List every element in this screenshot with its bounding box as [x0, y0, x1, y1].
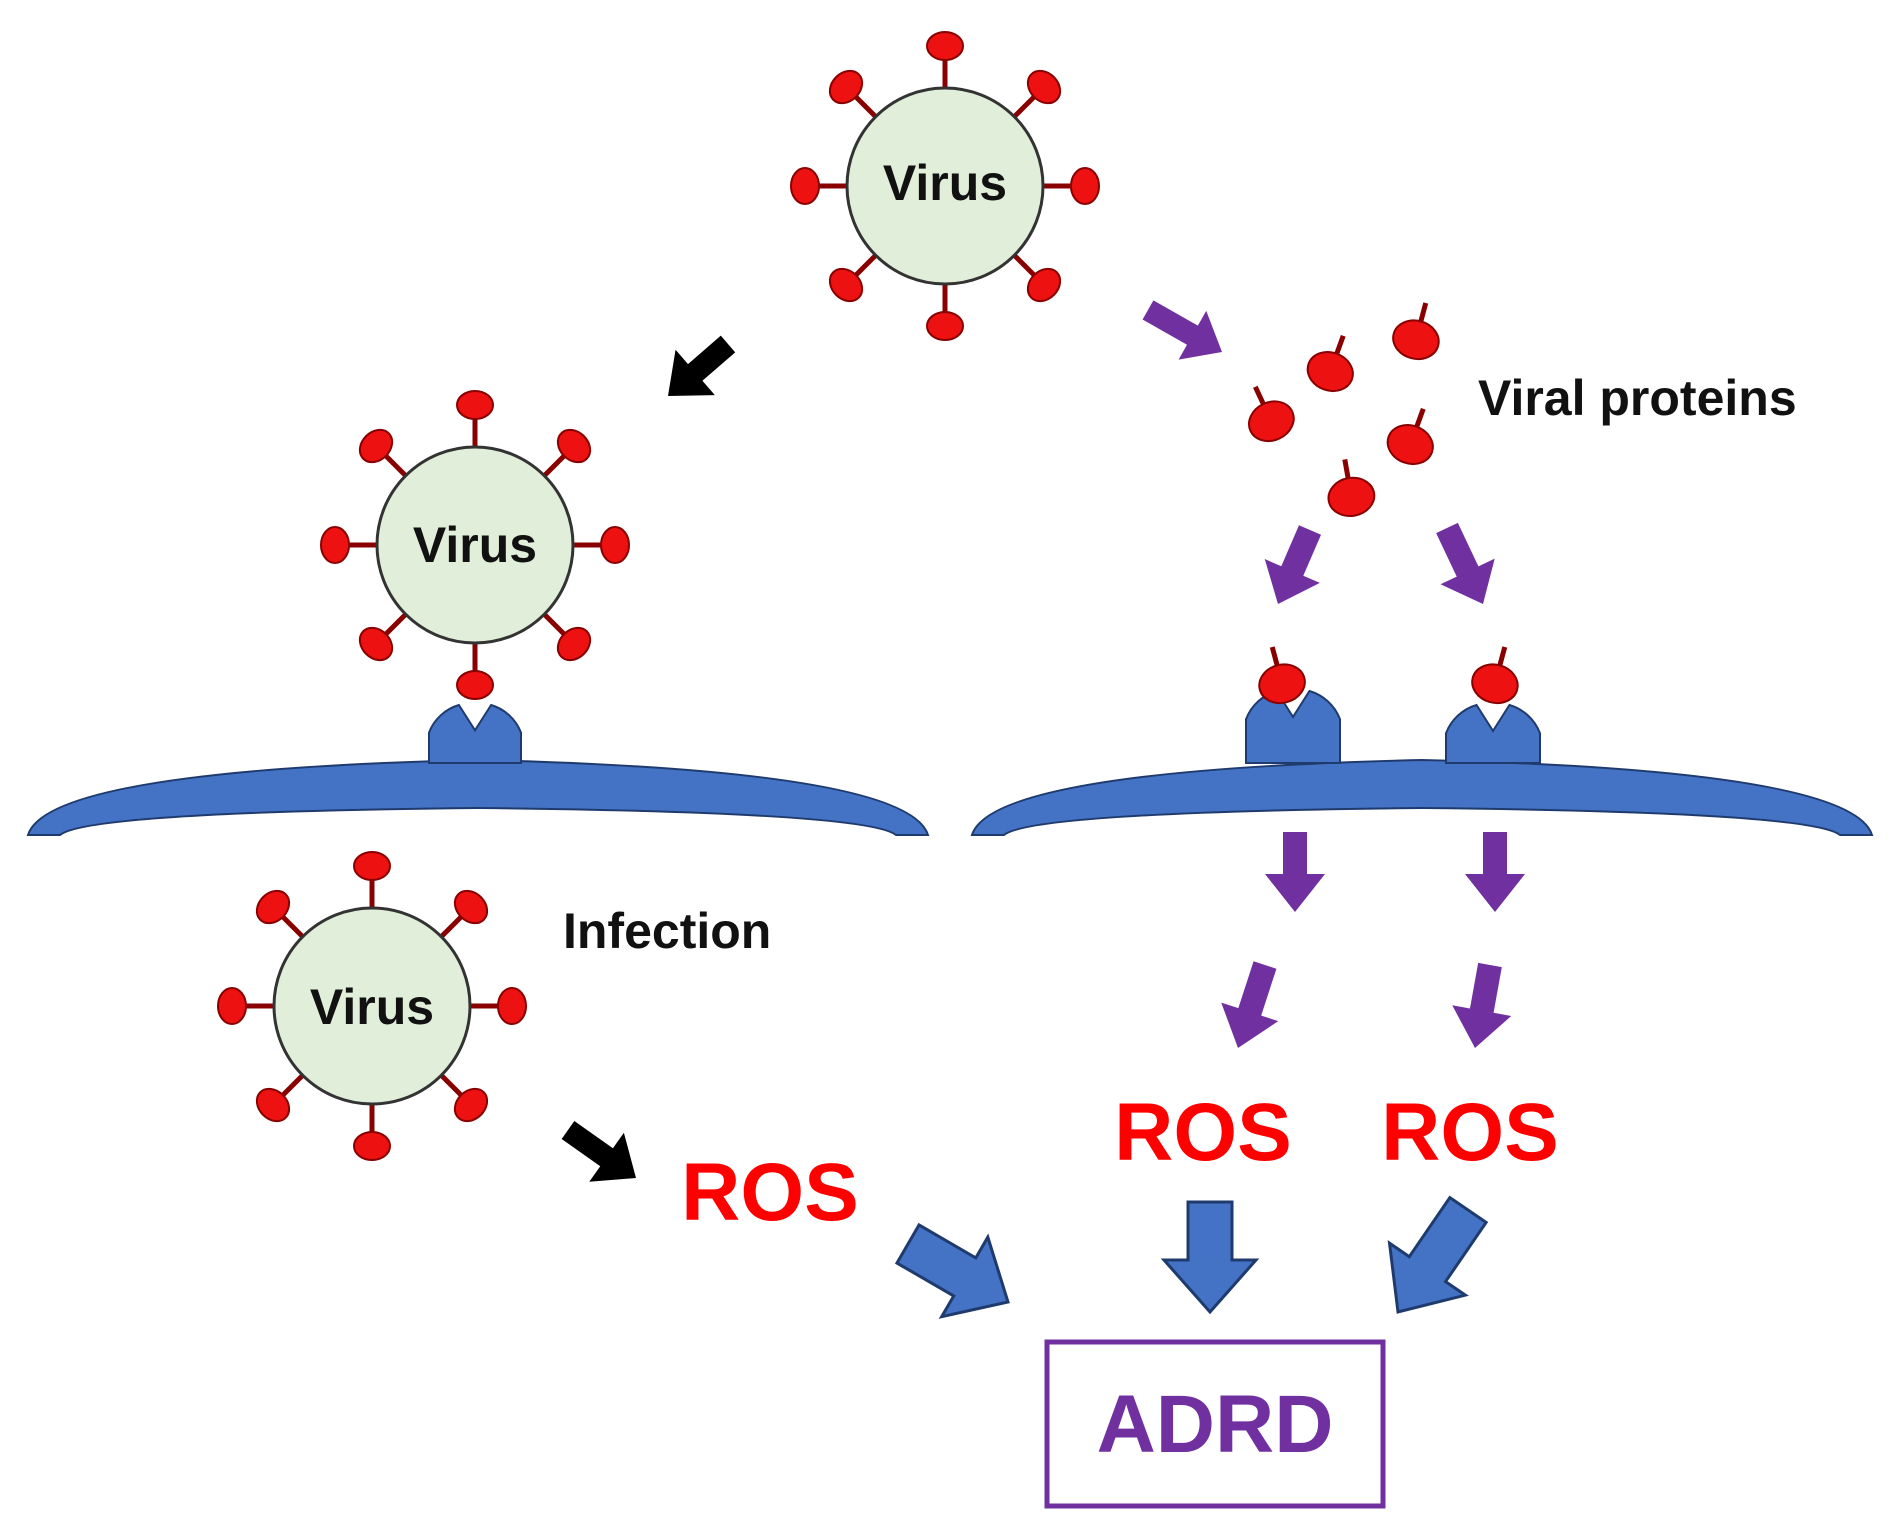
arrow-icon [1465, 832, 1525, 912]
receptor-icon [1445, 703, 1541, 764]
spike-head [1026, 69, 1062, 105]
arrow-icon [1142, 300, 1223, 360]
spike-head [556, 626, 592, 662]
spike-stem [438, 1072, 465, 1099]
ros-left-label: ROS [681, 1147, 859, 1238]
spike-stem [382, 452, 409, 479]
spike-stem [852, 93, 879, 120]
arrow-icon [1160, 1200, 1260, 1315]
spike-head [926, 31, 964, 61]
spike-head [1070, 167, 1100, 205]
arrow-icon [1264, 525, 1322, 605]
viral-protein-icon [1306, 334, 1354, 393]
viral-protein-icon [1471, 646, 1519, 705]
protein-head [1471, 663, 1519, 705]
spike-head [255, 889, 291, 925]
spike-head [456, 390, 494, 420]
ros-mid-label: ROS [1114, 1087, 1292, 1178]
receptor-icon [428, 703, 522, 764]
arrow-icon [668, 335, 736, 396]
spike-stem [279, 913, 306, 940]
spike-stem [382, 611, 409, 638]
arrow-icon [1265, 832, 1325, 912]
cell-membrane-icon [970, 758, 1874, 836]
ros-right-label: ROS [1381, 1087, 1559, 1178]
viral-protein-icon [1386, 407, 1434, 466]
receptor-icon [1245, 689, 1341, 764]
viral-protein-icon [1327, 459, 1376, 518]
spike-head [255, 1087, 291, 1123]
viral-protein-icon [1248, 385, 1295, 443]
spike-head [497, 987, 527, 1025]
virus-body [272, 906, 472, 1106]
protein-head [1386, 424, 1434, 466]
arrow-icon [1221, 961, 1279, 1049]
cell-membrane-icon [26, 758, 930, 836]
virus-infection-label: Virus [310, 979, 434, 1035]
viral-protein-icon [1258, 646, 1306, 705]
virus-body [375, 445, 575, 645]
virus-bound-label: Virus [413, 517, 537, 573]
protein-head [1392, 319, 1440, 361]
arrow-icon [1436, 522, 1495, 605]
protein-head [1327, 476, 1376, 518]
viral-protein-icon [1392, 302, 1440, 361]
virus-body [845, 86, 1045, 286]
arrow-icon [561, 1121, 636, 1182]
spike-head [358, 428, 394, 464]
spike-stem [1011, 252, 1038, 279]
spike-head [600, 526, 630, 564]
spike-stem [438, 913, 465, 940]
spike-head [456, 670, 494, 700]
spike-stem [852, 252, 879, 279]
spike-stem [541, 452, 568, 479]
viral-proteins-label: Viral proteins [1478, 370, 1797, 426]
virus-icon [217, 851, 527, 1161]
spike-head [1026, 267, 1062, 303]
spike-stem [279, 1072, 306, 1099]
arrow-icon [894, 1222, 1010, 1319]
spike-head [217, 987, 247, 1025]
virus-icon [790, 31, 1100, 341]
spike-head [790, 167, 820, 205]
adrd-label: ADRD [1097, 1379, 1334, 1470]
spike-head [320, 526, 350, 564]
spike-head [453, 1087, 489, 1123]
adrd-box [1044, 1339, 1386, 1509]
infection-label: Infection [563, 903, 771, 959]
arrow-icon [1452, 962, 1512, 1048]
virus-top-label: Virus [883, 155, 1007, 211]
spike-head [358, 626, 394, 662]
virus-icon [320, 390, 630, 700]
spike-head [926, 311, 964, 341]
spike-head [353, 851, 391, 881]
spike-head [828, 69, 864, 105]
spike-head [828, 267, 864, 303]
spike-head [453, 889, 489, 925]
spike-head [353, 1131, 391, 1161]
arrow-icon [1387, 1195, 1489, 1314]
spike-head [556, 428, 592, 464]
spike-stem [1011, 93, 1038, 120]
spike-stem [541, 611, 568, 638]
protein-head [1258, 663, 1306, 705]
protein-head [1248, 400, 1295, 443]
protein-head [1306, 351, 1354, 393]
